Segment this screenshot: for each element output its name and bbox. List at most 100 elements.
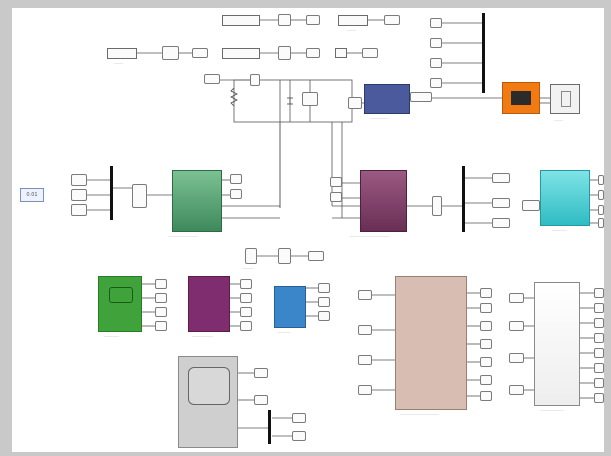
mid-goto-tag[interactable] <box>306 48 320 58</box>
magenta-scope-sublabel: ——————— <box>192 334 213 338</box>
cyan-subsystem[interactable] <box>540 170 590 226</box>
white-output-tag-7[interactable] <box>594 378 604 388</box>
from-tag-left-1[interactable] <box>71 174 87 186</box>
magenta-scope-tag-4[interactable] <box>240 321 252 331</box>
mid-source-block[interactable] <box>245 248 257 264</box>
white-output-tag-3[interactable] <box>594 318 604 328</box>
top-switch-block-1[interactable] <box>278 14 291 26</box>
green-scope-tag-2[interactable] <box>155 293 167 303</box>
green-scope[interactable] <box>98 276 142 332</box>
tan-output-tag-2[interactable] <box>480 303 492 313</box>
circuit-switch[interactable] <box>250 74 260 86</box>
cyan-output-tag-4[interactable] <box>598 218 604 228</box>
top-goto-tag-2[interactable] <box>384 15 400 25</box>
from-tag-left-3[interactable] <box>71 204 87 216</box>
left-gain-block[interactable] <box>107 48 137 59</box>
white-input-tag-4[interactable] <box>509 385 524 395</box>
tan-output-tag-4[interactable] <box>480 339 492 349</box>
bottom-mux-bar[interactable] <box>268 410 271 444</box>
navy-output-tag[interactable] <box>410 92 432 102</box>
mid-switch-block-2[interactable] <box>278 248 291 264</box>
measurement-block[interactable] <box>302 92 318 106</box>
top-mux-bar[interactable] <box>482 13 485 93</box>
cyan-output-tag-3[interactable] <box>598 205 604 215</box>
from-tag-left-2[interactable] <box>71 189 87 201</box>
tan-output-tag-7[interactable] <box>480 391 492 401</box>
purple-input-tag-2[interactable] <box>330 192 342 202</box>
tan-subsystem[interactable] <box>395 276 467 410</box>
right-gain-block[interactable] <box>335 48 347 58</box>
tan-input-tag-2[interactable] <box>358 325 372 335</box>
mux-output-tag-3[interactable] <box>492 218 510 228</box>
tan-input-tag-3[interactable] <box>358 355 372 365</box>
white-input-tag-3[interactable] <box>509 353 524 363</box>
blue-scope-tag-2[interactable] <box>318 297 330 307</box>
green-scope-tag-3[interactable] <box>155 307 167 317</box>
green-subsystem[interactable] <box>172 170 222 232</box>
white-input-tag-1[interactable] <box>509 293 524 303</box>
magenta-scope-tag-3[interactable] <box>240 307 252 317</box>
green-scope-tag-4[interactable] <box>155 321 167 331</box>
magenta-scope-tag-1[interactable] <box>240 279 252 289</box>
bottom-mux-tag-1[interactable] <box>292 413 306 423</box>
signal-converter[interactable] <box>348 97 362 109</box>
cyan-input-tag[interactable] <box>522 200 540 211</box>
mid-switch-block[interactable] <box>278 46 291 60</box>
white-output-tag-6[interactable] <box>594 363 604 373</box>
mux-output-tag-2[interactable] <box>492 198 510 208</box>
green-output-tag-2[interactable] <box>230 189 242 199</box>
right-mux-bar[interactable] <box>462 166 465 232</box>
left-constant-block[interactable]: 0.01 <box>20 188 44 202</box>
purple-input-tag-1[interactable] <box>330 177 342 187</box>
white-subsystem[interactable] <box>534 282 580 406</box>
blue-scope-sublabel: ———— <box>278 330 290 334</box>
display-block[interactable] <box>550 84 580 114</box>
from-tag-top-4[interactable] <box>430 78 442 88</box>
white-output-tag-8[interactable] <box>594 393 604 403</box>
tan-output-tag-3[interactable] <box>480 321 492 331</box>
white-output-tag-2[interactable] <box>594 303 604 313</box>
tan-input-tag-4[interactable] <box>358 385 372 395</box>
magenta-scope-tag-2[interactable] <box>240 293 252 303</box>
model-canvas[interactable]: ——— ——— —————— ——— 0.01 —————————— —————… <box>12 8 604 452</box>
gray-scope-tag-1[interactable] <box>254 368 268 378</box>
tan-output-tag-5[interactable] <box>480 357 492 367</box>
orange-block[interactable] <box>502 82 540 114</box>
navy-subsystem[interactable] <box>364 84 410 114</box>
mux-output-tag-1[interactable] <box>492 173 510 183</box>
from-tag-top-1[interactable] <box>430 18 442 28</box>
white-input-tag-2[interactable] <box>509 321 524 331</box>
blue-scope-tag-1[interactable] <box>318 283 330 293</box>
top-gain-block-2[interactable] <box>338 15 368 26</box>
left-mux-bar[interactable] <box>110 166 113 220</box>
green-scope-tag-1[interactable] <box>155 279 167 289</box>
from-tag-top-2[interactable] <box>430 38 442 48</box>
blue-scope-tag-3[interactable] <box>318 311 330 321</box>
left-goto-tag[interactable] <box>192 48 208 58</box>
left-switch-block[interactable] <box>162 46 179 60</box>
top-gain-block-1[interactable] <box>222 15 260 26</box>
white-output-tag-5[interactable] <box>594 348 604 358</box>
white-output-tag-4[interactable] <box>594 333 604 343</box>
cyan-output-tag-1[interactable] <box>598 175 604 185</box>
mid-gain-block[interactable] <box>222 48 260 59</box>
top-goto-tag-1[interactable] <box>306 15 320 25</box>
tan-input-tag-1[interactable] <box>358 290 372 300</box>
gray-scope[interactable] <box>178 356 238 448</box>
green-output-tag-1[interactable] <box>230 174 242 184</box>
white-output-tag-1[interactable] <box>594 288 604 298</box>
right-goto-tag[interactable] <box>362 48 378 58</box>
bottom-mux-tag-2[interactable] <box>292 431 306 441</box>
magenta-scope[interactable] <box>188 276 230 332</box>
purple-small-block[interactable] <box>432 196 442 216</box>
mid-goto-tag-2[interactable] <box>308 251 324 261</box>
tan-output-tag-1[interactable] <box>480 288 492 298</box>
gray-scope-tag-2[interactable] <box>254 395 268 405</box>
tan-output-tag-6[interactable] <box>480 375 492 385</box>
purple-subsystem[interactable] <box>360 170 407 232</box>
left-small-block[interactable] <box>132 184 147 208</box>
source-from-tag[interactable] <box>204 74 220 84</box>
cyan-output-tag-2[interactable] <box>598 190 604 200</box>
blue-scope[interactable] <box>274 286 306 328</box>
from-tag-top-3[interactable] <box>430 58 442 68</box>
